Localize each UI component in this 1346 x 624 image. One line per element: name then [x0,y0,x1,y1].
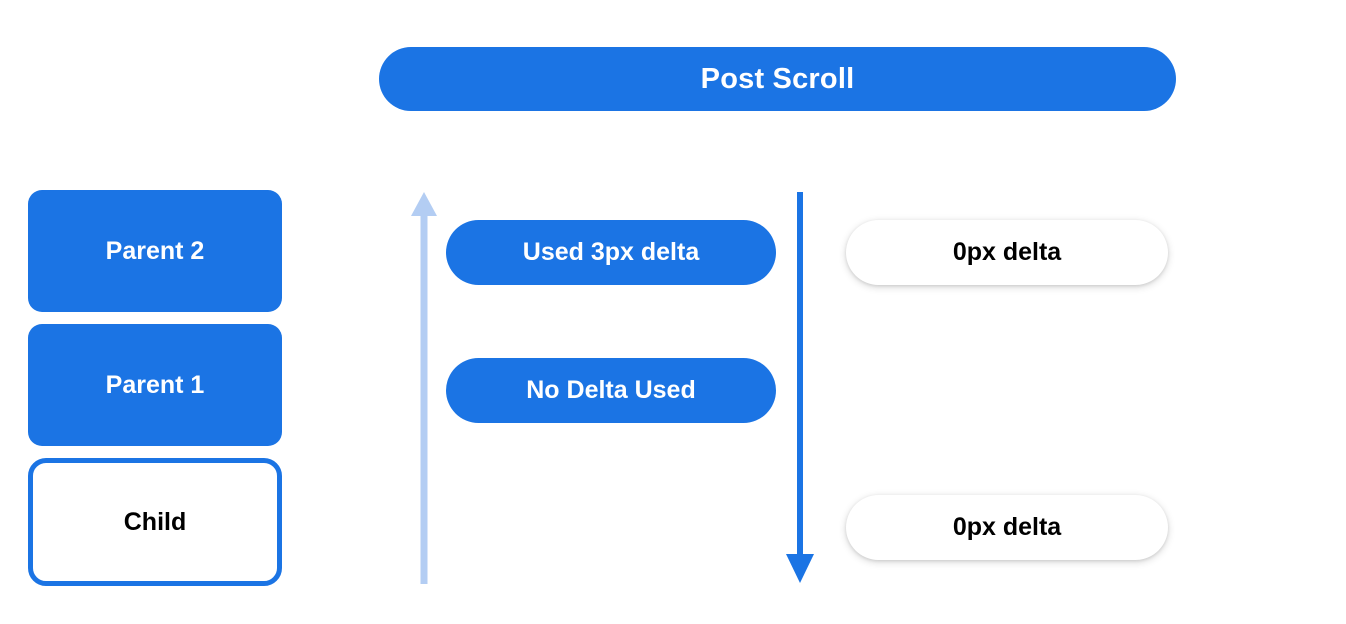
page-title: Post Scroll [700,62,855,95]
delta-usage-pill-used-3px: Used 3px delta [446,220,776,285]
remaining-delta-pill-top: 0px delta [846,220,1168,285]
scroll-node-stack: Parent 2 Parent 1 Child [28,190,282,586]
remaining-delta-pill-bottom-label: 0px delta [952,513,1062,541]
delta-usage-pill-used-3px-label: Used 3px delta [522,238,700,266]
remaining-delta-pill-top-label: 0px delta [952,238,1062,266]
node-child: Child [28,458,282,586]
delta-usage-pill-no-delta-label: No Delta Used [526,376,696,404]
node-parent-1: Parent 1 [28,324,282,446]
delta-usage-pill-no-delta: No Delta Used [446,358,776,423]
post-scroll-header: Post Scroll [379,47,1176,111]
node-parent-1-label: Parent 1 [105,370,205,399]
consumed-delta-arrow-up-icon [411,192,437,584]
scroll-propagation-arrow-down-icon [786,192,814,583]
remaining-delta-pill-bottom: 0px delta [846,495,1168,560]
node-parent-2-label: Parent 2 [105,236,205,265]
node-parent-2: Parent 2 [28,190,282,312]
node-child-label: Child [123,507,187,536]
